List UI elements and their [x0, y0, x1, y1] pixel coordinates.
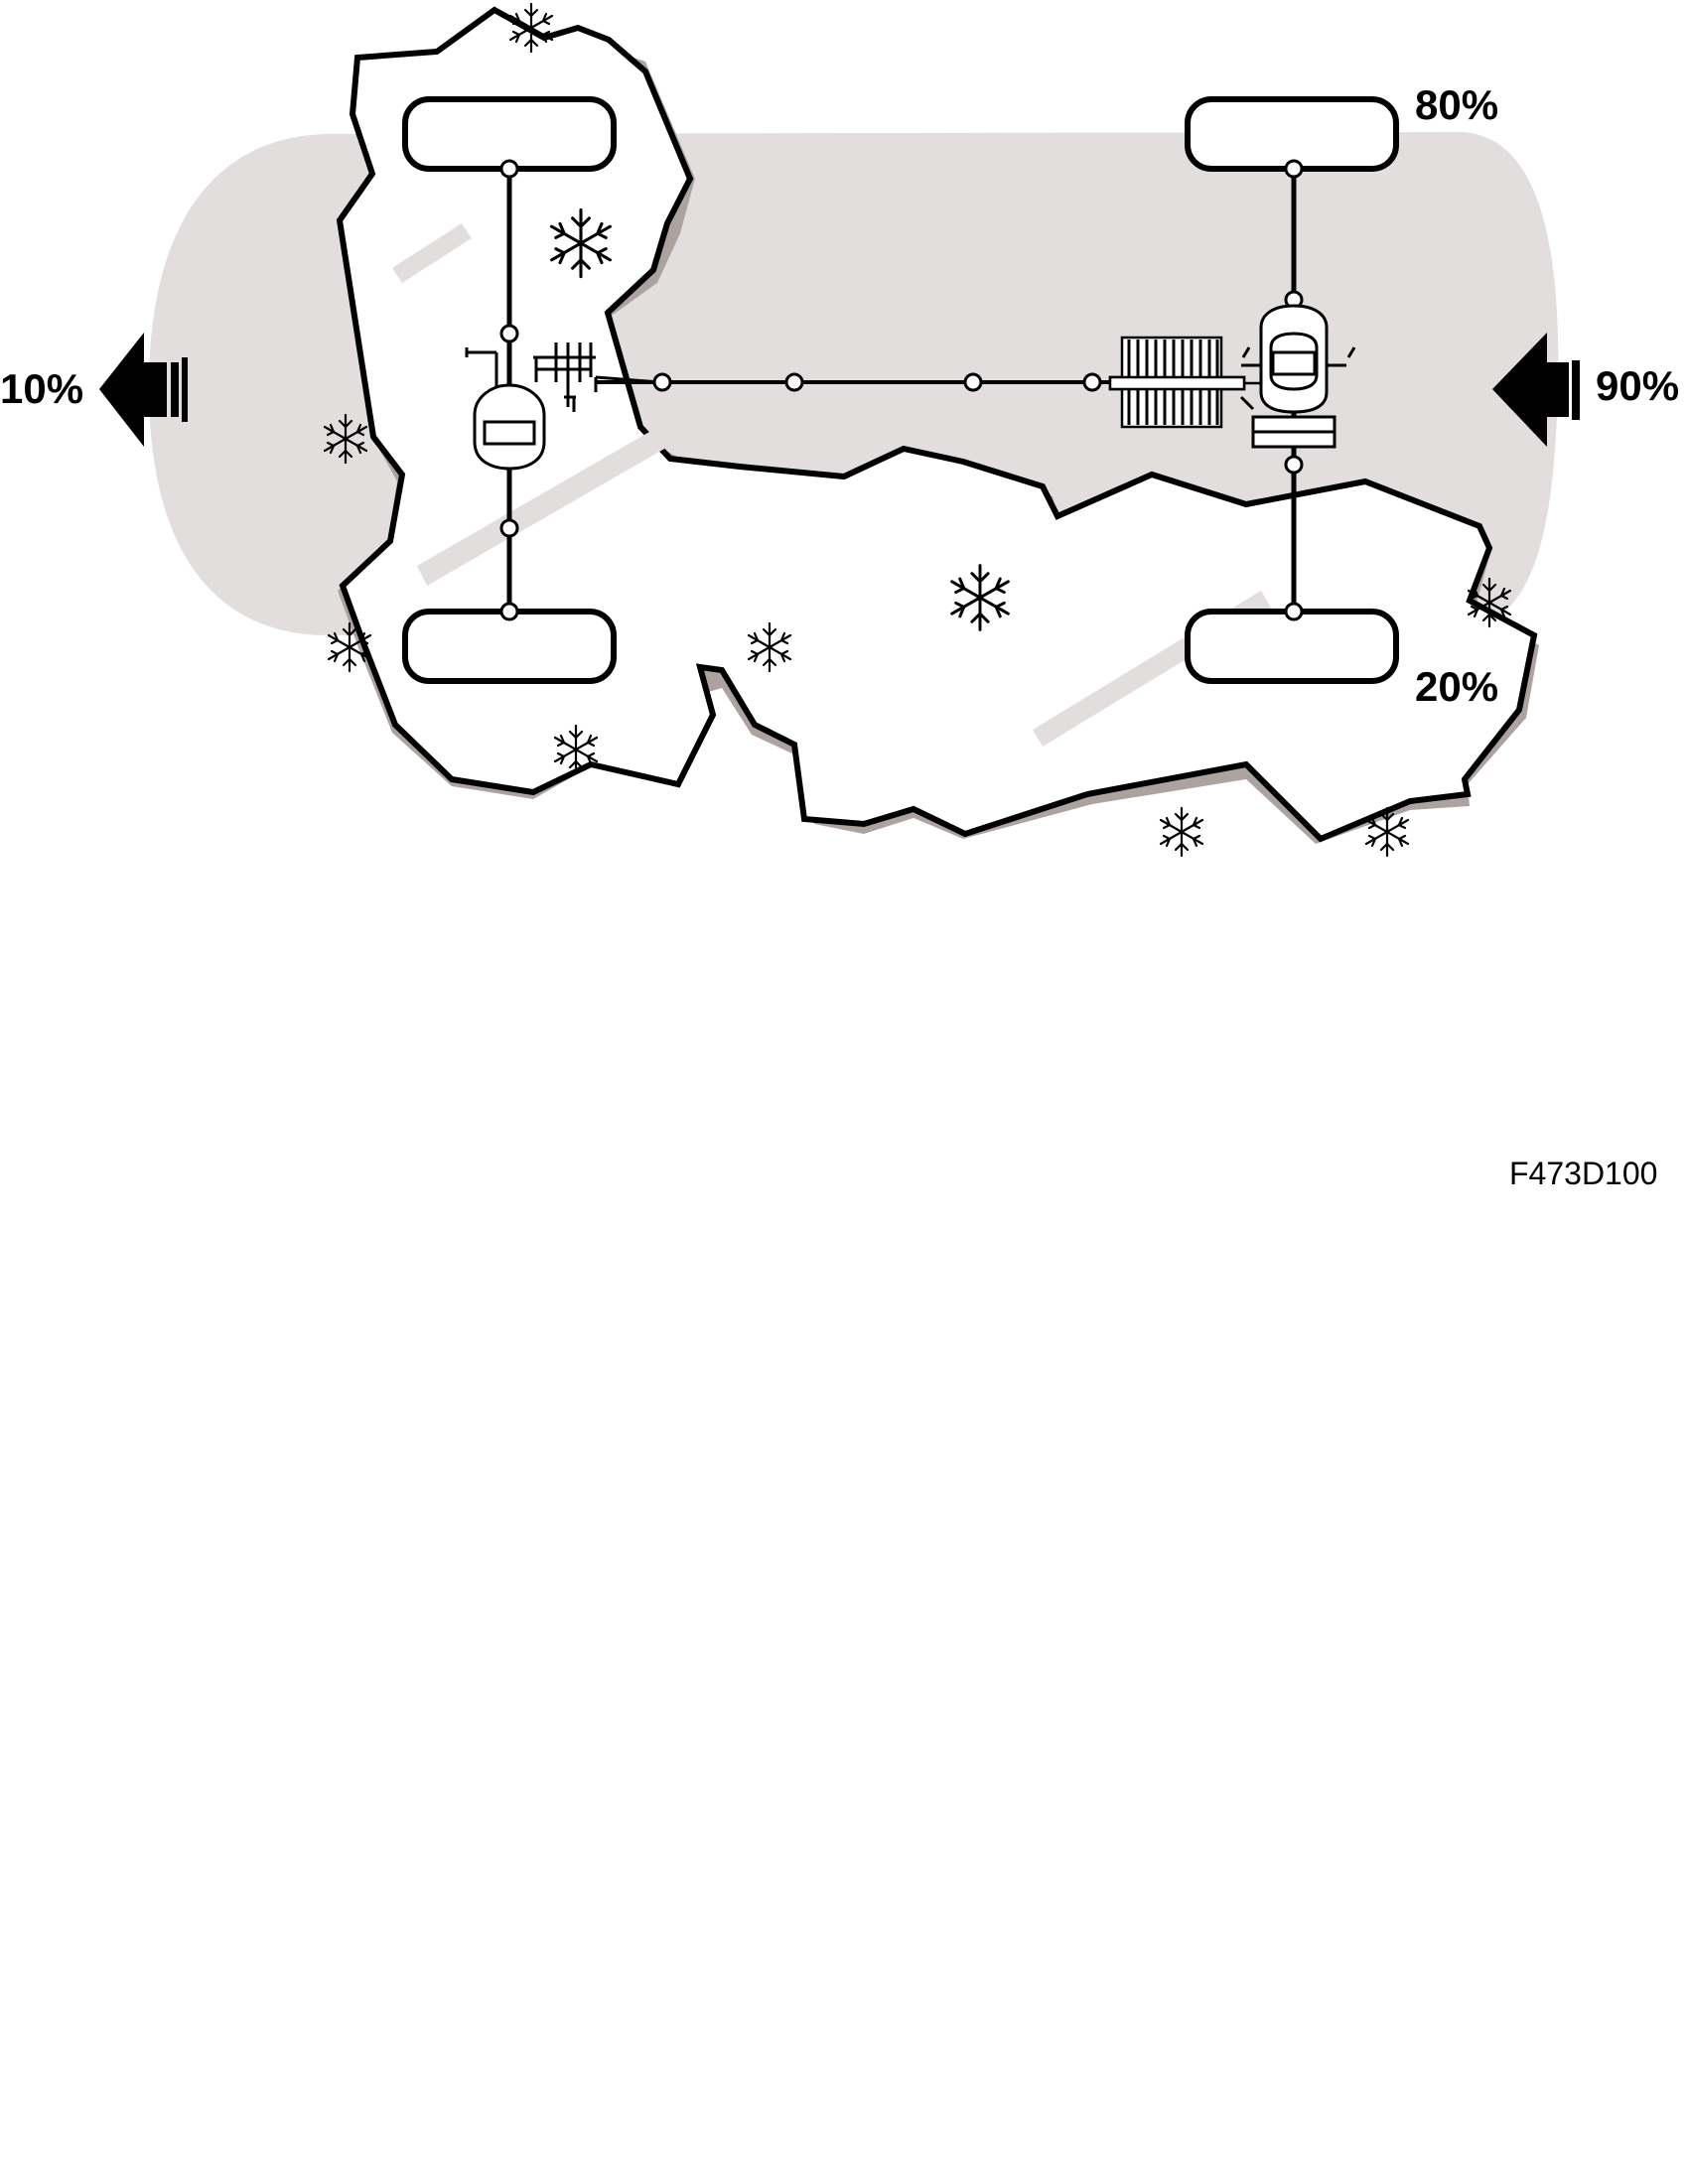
arrow-left-icon — [99, 333, 188, 447]
right-rear-wheel-label: 20% — [1415, 663, 1498, 710]
wheel-left-front — [402, 96, 617, 172]
right-front-wheel-label: 80% — [1415, 81, 1498, 128]
right-arrow-label: 90% — [1596, 362, 1679, 409]
drivetrain-diagram: 10% 90% 80% 20% — [0, 2, 1679, 858]
wheel-left-rear — [402, 609, 617, 684]
coupling — [1108, 336, 1261, 429]
figure-id: F473D100 — [1509, 1156, 1658, 1191]
left-axle — [402, 96, 661, 684]
arrow-right-icon — [1492, 333, 1580, 447]
propeller-shaft — [596, 372, 1112, 392]
wheel-right-rear — [1185, 609, 1399, 684]
right-axle — [1185, 96, 1399, 684]
front-differential — [465, 347, 546, 471]
left-arrow-label: 10% — [0, 365, 83, 412]
wheel-right-front — [1185, 96, 1399, 172]
snowflake-icon — [1159, 806, 1204, 858]
rear-differential — [1239, 304, 1356, 449]
